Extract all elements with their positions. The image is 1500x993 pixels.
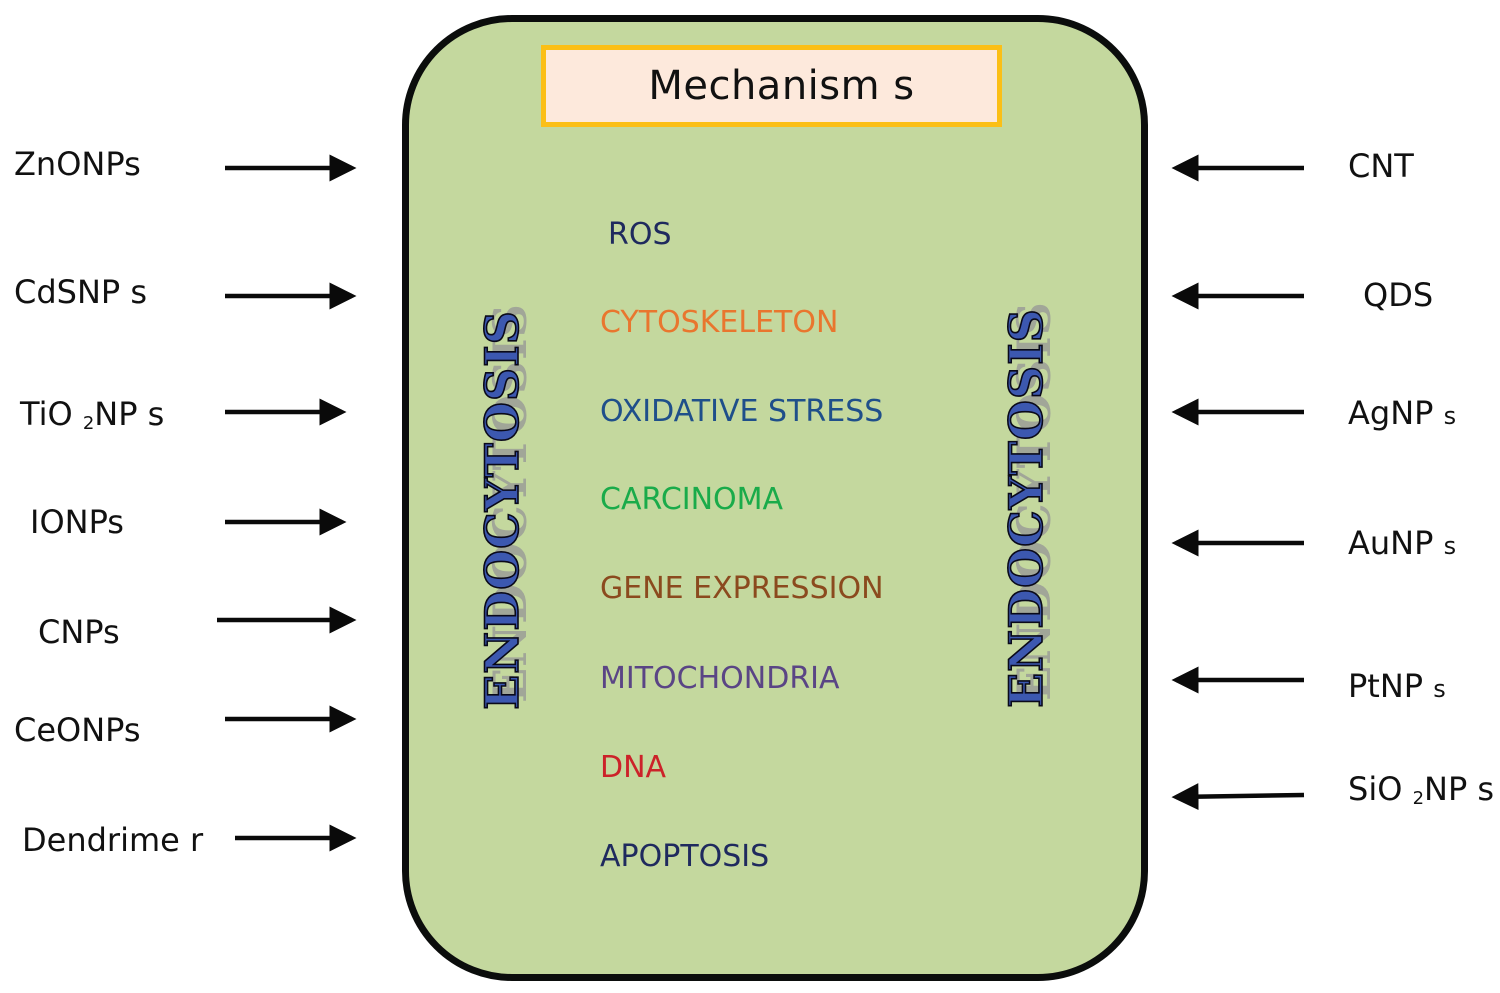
np-right-aunps: AuNP s (1348, 524, 1457, 562)
endocytosis-label-left: ENDOCYTOSIS (467, 290, 537, 730)
np-left-dendrimer: Dendrime r (22, 821, 204, 859)
mechanism-carcinoma: CARCINOMA (600, 482, 784, 517)
np-right-sio2nps: SiO 2NP s (1348, 770, 1495, 809)
endocytosis-label-right: ENDOCYTOSIS (991, 288, 1061, 728)
mechanism-ros: ROS (608, 217, 672, 252)
np-right-ptnps: PtNP s (1348, 667, 1446, 705)
np-right-agnps: AgNP s (1348, 394, 1457, 432)
np-right-qds: QDS (1363, 276, 1434, 314)
np-right-cnt: CNT (1348, 147, 1414, 185)
np-left-tio2nps: TiO 2NP s (20, 395, 165, 434)
np-left-cnps: CNPs (38, 613, 120, 651)
mechanisms-title: Mechanism s (648, 63, 915, 109)
mechanism-mitochondria: MITOCHONDRIA (600, 661, 840, 696)
arrow-sio2nps (1171, 783, 1305, 811)
np-left-cdsnps: CdSNP s (14, 273, 148, 311)
np-left-ceonps: CeONPs (14, 711, 141, 749)
endocytosis-right-text: ENDOCYTOSIS (998, 307, 1054, 708)
endocytosis-left-text: ENDOCYTOSIS (474, 309, 530, 710)
mechanism-cytoskeleton: CYTOSKELETON (600, 305, 839, 340)
mechanism-apoptosis: APOPTOSIS (600, 839, 770, 874)
mechanisms-title-box: Mechanism s (541, 45, 1002, 127)
cell-membrane-box (402, 15, 1148, 981)
mechanism-gene-expression: GENE EXPRESSION (600, 571, 884, 606)
mechanism-oxidative-stress: OXIDATIVE STRESS (600, 394, 884, 429)
np-left-ionps: IONPs (30, 503, 124, 541)
np-left-znonps: ZnONPs (14, 145, 141, 183)
mechanism-dna: DNA (600, 750, 667, 785)
